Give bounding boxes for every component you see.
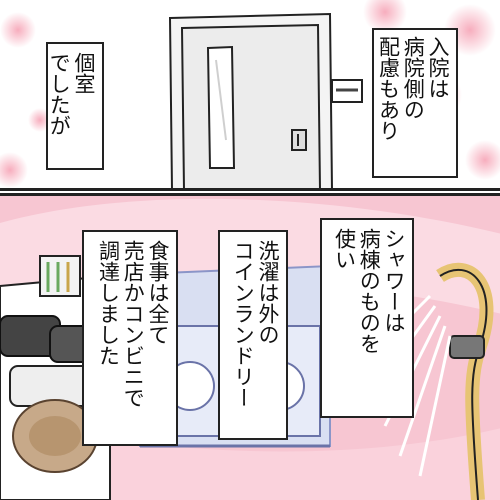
caption-box-laundry: 洗濯は外の コインランドリー: [218, 230, 288, 440]
caption-laundry: 洗濯は外の コインランドリー: [231, 240, 280, 408]
caption-box-hospital: 入院は 病院側の 配慮もあり: [372, 28, 458, 178]
caption-box-meals: 食事は全て 売店かコンビニで 調達しました: [82, 230, 178, 446]
caption-hospital: 入院は 病院側の 配慮もあり: [376, 36, 450, 141]
caption-box-shower: シャワーは 病棟のものを 使い: [320, 218, 414, 418]
panel-divider: [0, 188, 500, 196]
room-name-plate: [331, 79, 363, 103]
panel-daily-life: シャワーは 病棟のものを 使い 洗濯は外の コインランドリー 食事は全て 売店か…: [0, 196, 500, 500]
panel-hospital-room: 個室 でしたが 入院は 病院側の 配慮もあり: [0, 0, 500, 190]
caption-box-private-room: 個室 でしたが: [46, 42, 104, 170]
caption-meals: 食事は全て 売店かコンビニで 調達しました: [96, 240, 170, 408]
door: [168, 12, 334, 190]
caption-shower: シャワーは 病棟のものを 使い: [332, 228, 406, 354]
caption-private-room: 個室 でしたが: [47, 52, 96, 136]
